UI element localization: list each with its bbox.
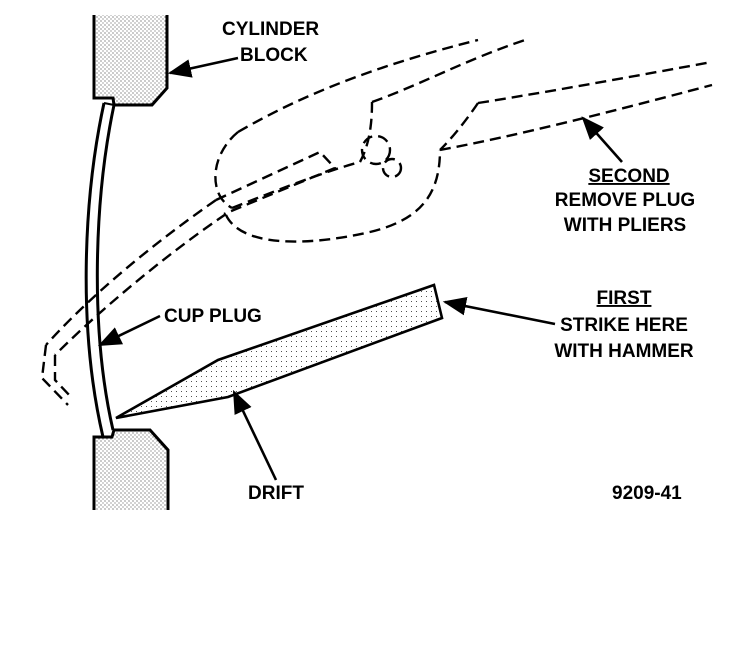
label-first: FIRST STRIKE HERE WITH HAMMER xyxy=(554,288,694,362)
first-arrow xyxy=(442,296,556,326)
label-cylinder-block: CYLINDER BLOCK xyxy=(222,19,319,66)
label-cylinder-block-line2: BLOCK xyxy=(240,45,308,66)
cylinder-block-arrow xyxy=(167,56,239,78)
cup-plug xyxy=(84,102,116,438)
cylinder-block-upper xyxy=(92,15,169,107)
cylinder-block-lower xyxy=(92,428,170,510)
drift-arrow xyxy=(232,389,278,481)
label-second-line1: SECOND xyxy=(588,166,669,187)
label-second: SECOND REMOVE PLUG WITH PLIERS xyxy=(555,166,695,236)
label-cup-plug: CUP PLUG xyxy=(164,306,262,327)
figure-number: 9209-41 xyxy=(612,483,682,504)
label-drift: DRIFT xyxy=(248,483,304,504)
second-arrow xyxy=(581,116,623,163)
label-first-line2: STRIKE HERE xyxy=(560,315,688,336)
pliers xyxy=(40,38,713,406)
label-second-line2: REMOVE PLUG xyxy=(555,190,695,211)
label-first-line1: FIRST xyxy=(597,288,652,309)
label-cylinder-block-line1: CYLINDER xyxy=(222,19,319,40)
leader-lines xyxy=(97,56,623,481)
label-second-line3: WITH PLIERS xyxy=(564,215,686,236)
label-first-line3: WITH HAMMER xyxy=(554,341,694,362)
drift xyxy=(115,283,444,420)
cup-plug-arrow xyxy=(97,314,161,347)
